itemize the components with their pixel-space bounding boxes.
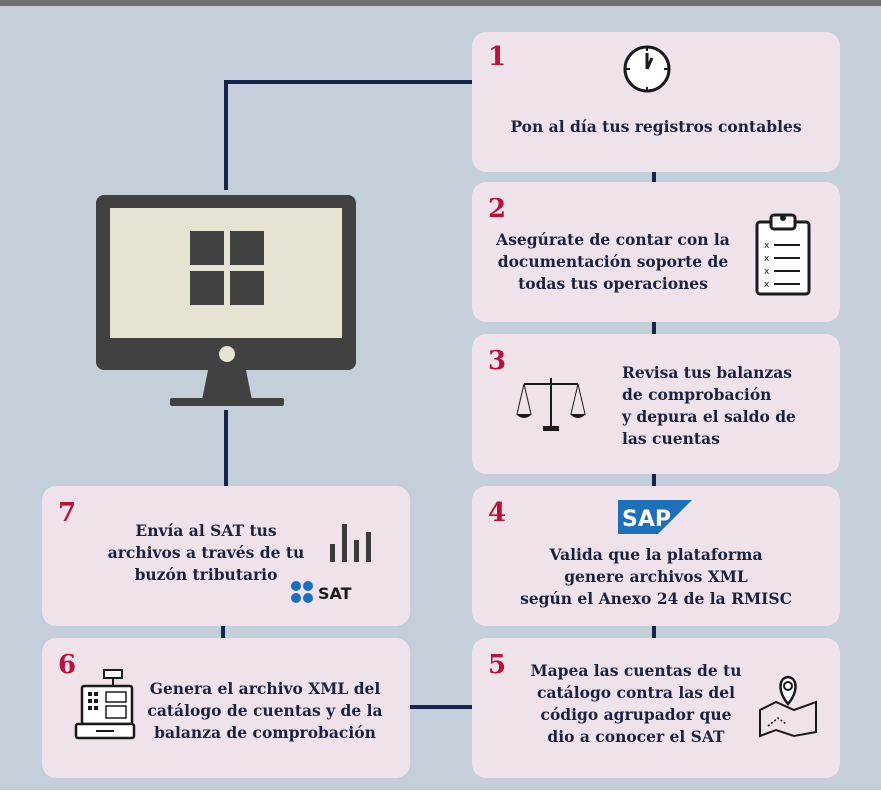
- svg-text:x: x: [764, 280, 770, 290]
- map-pin-icon: [759, 675, 817, 738]
- sat-logo-text: SAT: [318, 584, 352, 603]
- step-1-text: Pon al día tus registros contables: [510, 117, 802, 136]
- bar-chart-icon: [330, 524, 371, 562]
- svg-text:x: x: [764, 267, 770, 277]
- connector-step3-step4: [652, 473, 656, 487]
- step-5-card: 5 Mapea las cuentas de tu catálogo contr…: [472, 638, 840, 778]
- step-7-card: 7 Envía al SAT tus archivos a través de …: [42, 486, 410, 626]
- sap-logo: SAP: [618, 500, 692, 534]
- svg-text:x: x: [764, 241, 770, 251]
- step-3-number: 3: [488, 346, 507, 376]
- step-6-card: 6 Genera el archivo XML del catálogo de …: [42, 638, 410, 778]
- connector-step2-step3: [652, 320, 656, 334]
- sap-logo-text: SAP: [622, 507, 671, 532]
- step-5-text: Mapea las cuentas de tu catálogo contra …: [530, 661, 742, 746]
- scale-icon: [516, 378, 586, 431]
- connector-step7-step6: [221, 625, 225, 639]
- connector-monitor-to-step1-h: [224, 80, 472, 84]
- step-7-text: Envía al SAT tus archivos a través de tu…: [107, 521, 305, 584]
- bottom-margin: [0, 790, 881, 798]
- top-border: [0, 0, 881, 6]
- step-2-number: 2: [488, 194, 507, 224]
- step-3-text: Revisa tus balanzas de comprobación y de…: [622, 363, 796, 448]
- connector-monitor-to-step7: [224, 410, 228, 488]
- clipboard-icon: x x x x: [755, 213, 811, 296]
- clock-icon: [623, 45, 671, 93]
- step-7-number: 7: [58, 498, 77, 528]
- step-1-card: 1 Pon al día tus registros contables: [472, 32, 840, 172]
- step-4-card: 4 SAP Valida que la plataforma genere ar…: [472, 486, 840, 626]
- step-5-number: 5: [488, 650, 507, 680]
- monitor-icon: [96, 195, 356, 406]
- step-6-text: Genera el archivo XML del catálogo de cu…: [147, 679, 383, 742]
- svg-text:x: x: [764, 254, 770, 264]
- sat-logo: SAT: [291, 581, 352, 603]
- step-1-number: 1: [488, 42, 507, 72]
- connector-step4-step5: [652, 625, 656, 639]
- step-4-text: Valida que la plataforma genere archivos…: [520, 545, 792, 608]
- cash-register-icon: [74, 669, 136, 740]
- step-2-text: Asegúrate de contar con la documentación…: [496, 230, 730, 293]
- connector-monitor-to-step1-v: [224, 80, 228, 190]
- step-4-number: 4: [488, 498, 507, 528]
- step-3-card: 3 Revisa tus balanzas de comprobación y …: [472, 334, 840, 474]
- connector-step1-step2: [652, 170, 656, 184]
- step-6-number: 6: [58, 650, 77, 680]
- connector-step6-step5: [410, 705, 472, 709]
- step-2-card: 2 Asegúrate de contar con la documentaci…: [472, 182, 840, 322]
